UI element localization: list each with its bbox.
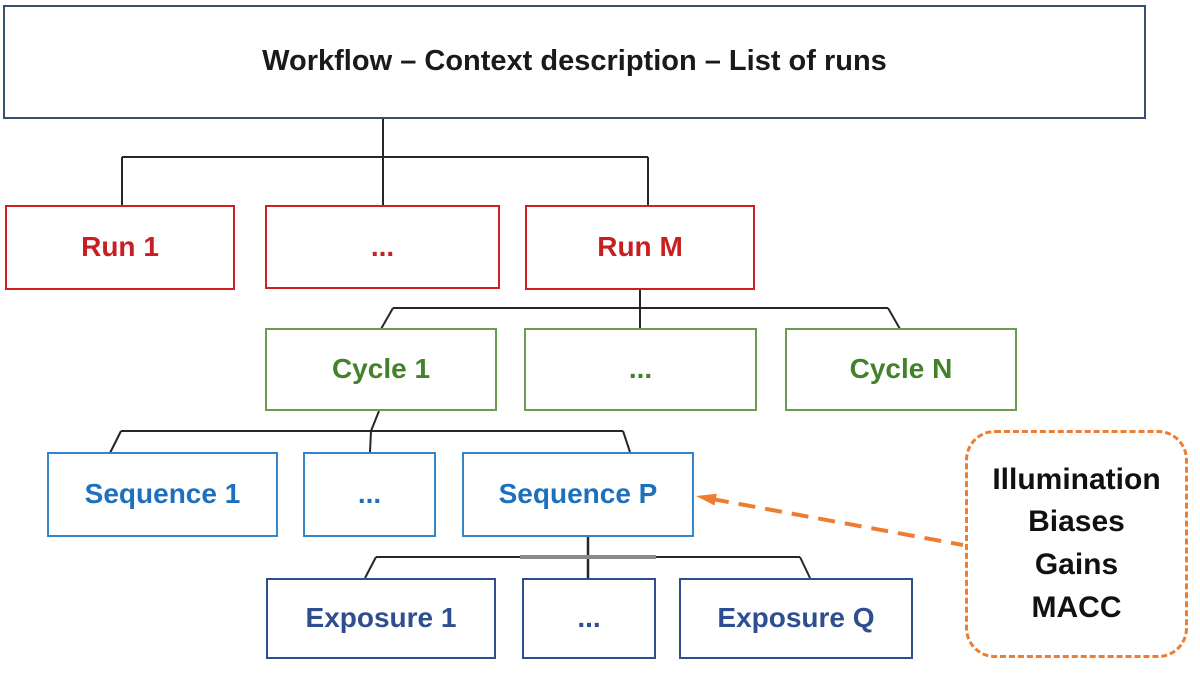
exposure-1-label: Exposure 1	[305, 602, 457, 634]
runs-ellipsis-box: ...	[265, 205, 500, 289]
run-1-label: Run 1	[81, 231, 159, 263]
cycle-n-box: Cycle N	[785, 328, 1017, 411]
annotation-box: Illumination Biases Gains MACC	[965, 430, 1188, 658]
connector-seqp-to-exposures	[364, 537, 811, 579]
cycles-ellipsis-box: ...	[524, 328, 757, 411]
exposures-ellipsis-label: ...	[577, 602, 601, 634]
cycle-n-label: Cycle N	[849, 353, 953, 385]
cycles-ellipsis-label: ...	[628, 353, 653, 385]
run-1-box: Run 1	[5, 205, 235, 290]
annotation-line-macc: MACC	[1031, 590, 1122, 624]
annotation-line-illumination: Illumination	[992, 462, 1161, 496]
run-m-box: Run M	[525, 205, 755, 290]
exposure-q-box: Exposure Q	[679, 578, 913, 659]
connector-title-to-runs	[121, 119, 649, 205]
exposures-ellipsis-box: ...	[522, 578, 656, 659]
workflow-box-label: Workflow – Context description – List of…	[262, 45, 887, 78]
cycle-1-label: Cycle 1	[331, 353, 431, 385]
exposure-q-label: Exposure Q	[717, 602, 875, 634]
connector-cycle1-to-sequences	[109, 410, 631, 454]
annotation-line-gains: Gains	[1034, 548, 1119, 581]
run-m-label: Run M	[597, 231, 683, 263]
cycle-1-box: Cycle 1	[265, 328, 497, 411]
sequence-1-box: Sequence 1	[47, 452, 278, 537]
workflow-box: Workflow – Context description – List of…	[3, 5, 1146, 119]
annotation-line-biases: Biases	[1028, 505, 1125, 539]
sequences-ellipsis-label: ...	[357, 478, 382, 510]
runs-ellipsis-label: ...	[370, 230, 395, 262]
sequences-ellipsis-box: ...	[303, 452, 436, 537]
connector-runm-to-cycles	[380, 290, 901, 330]
sequence-p-label: Sequence P	[498, 478, 658, 510]
sequence-1-label: Sequence 1	[84, 478, 241, 510]
exposure-1-box: Exposure 1	[266, 578, 496, 659]
annotation-arrow	[696, 493, 964, 547]
sequence-p-box: Sequence P	[462, 452, 694, 537]
